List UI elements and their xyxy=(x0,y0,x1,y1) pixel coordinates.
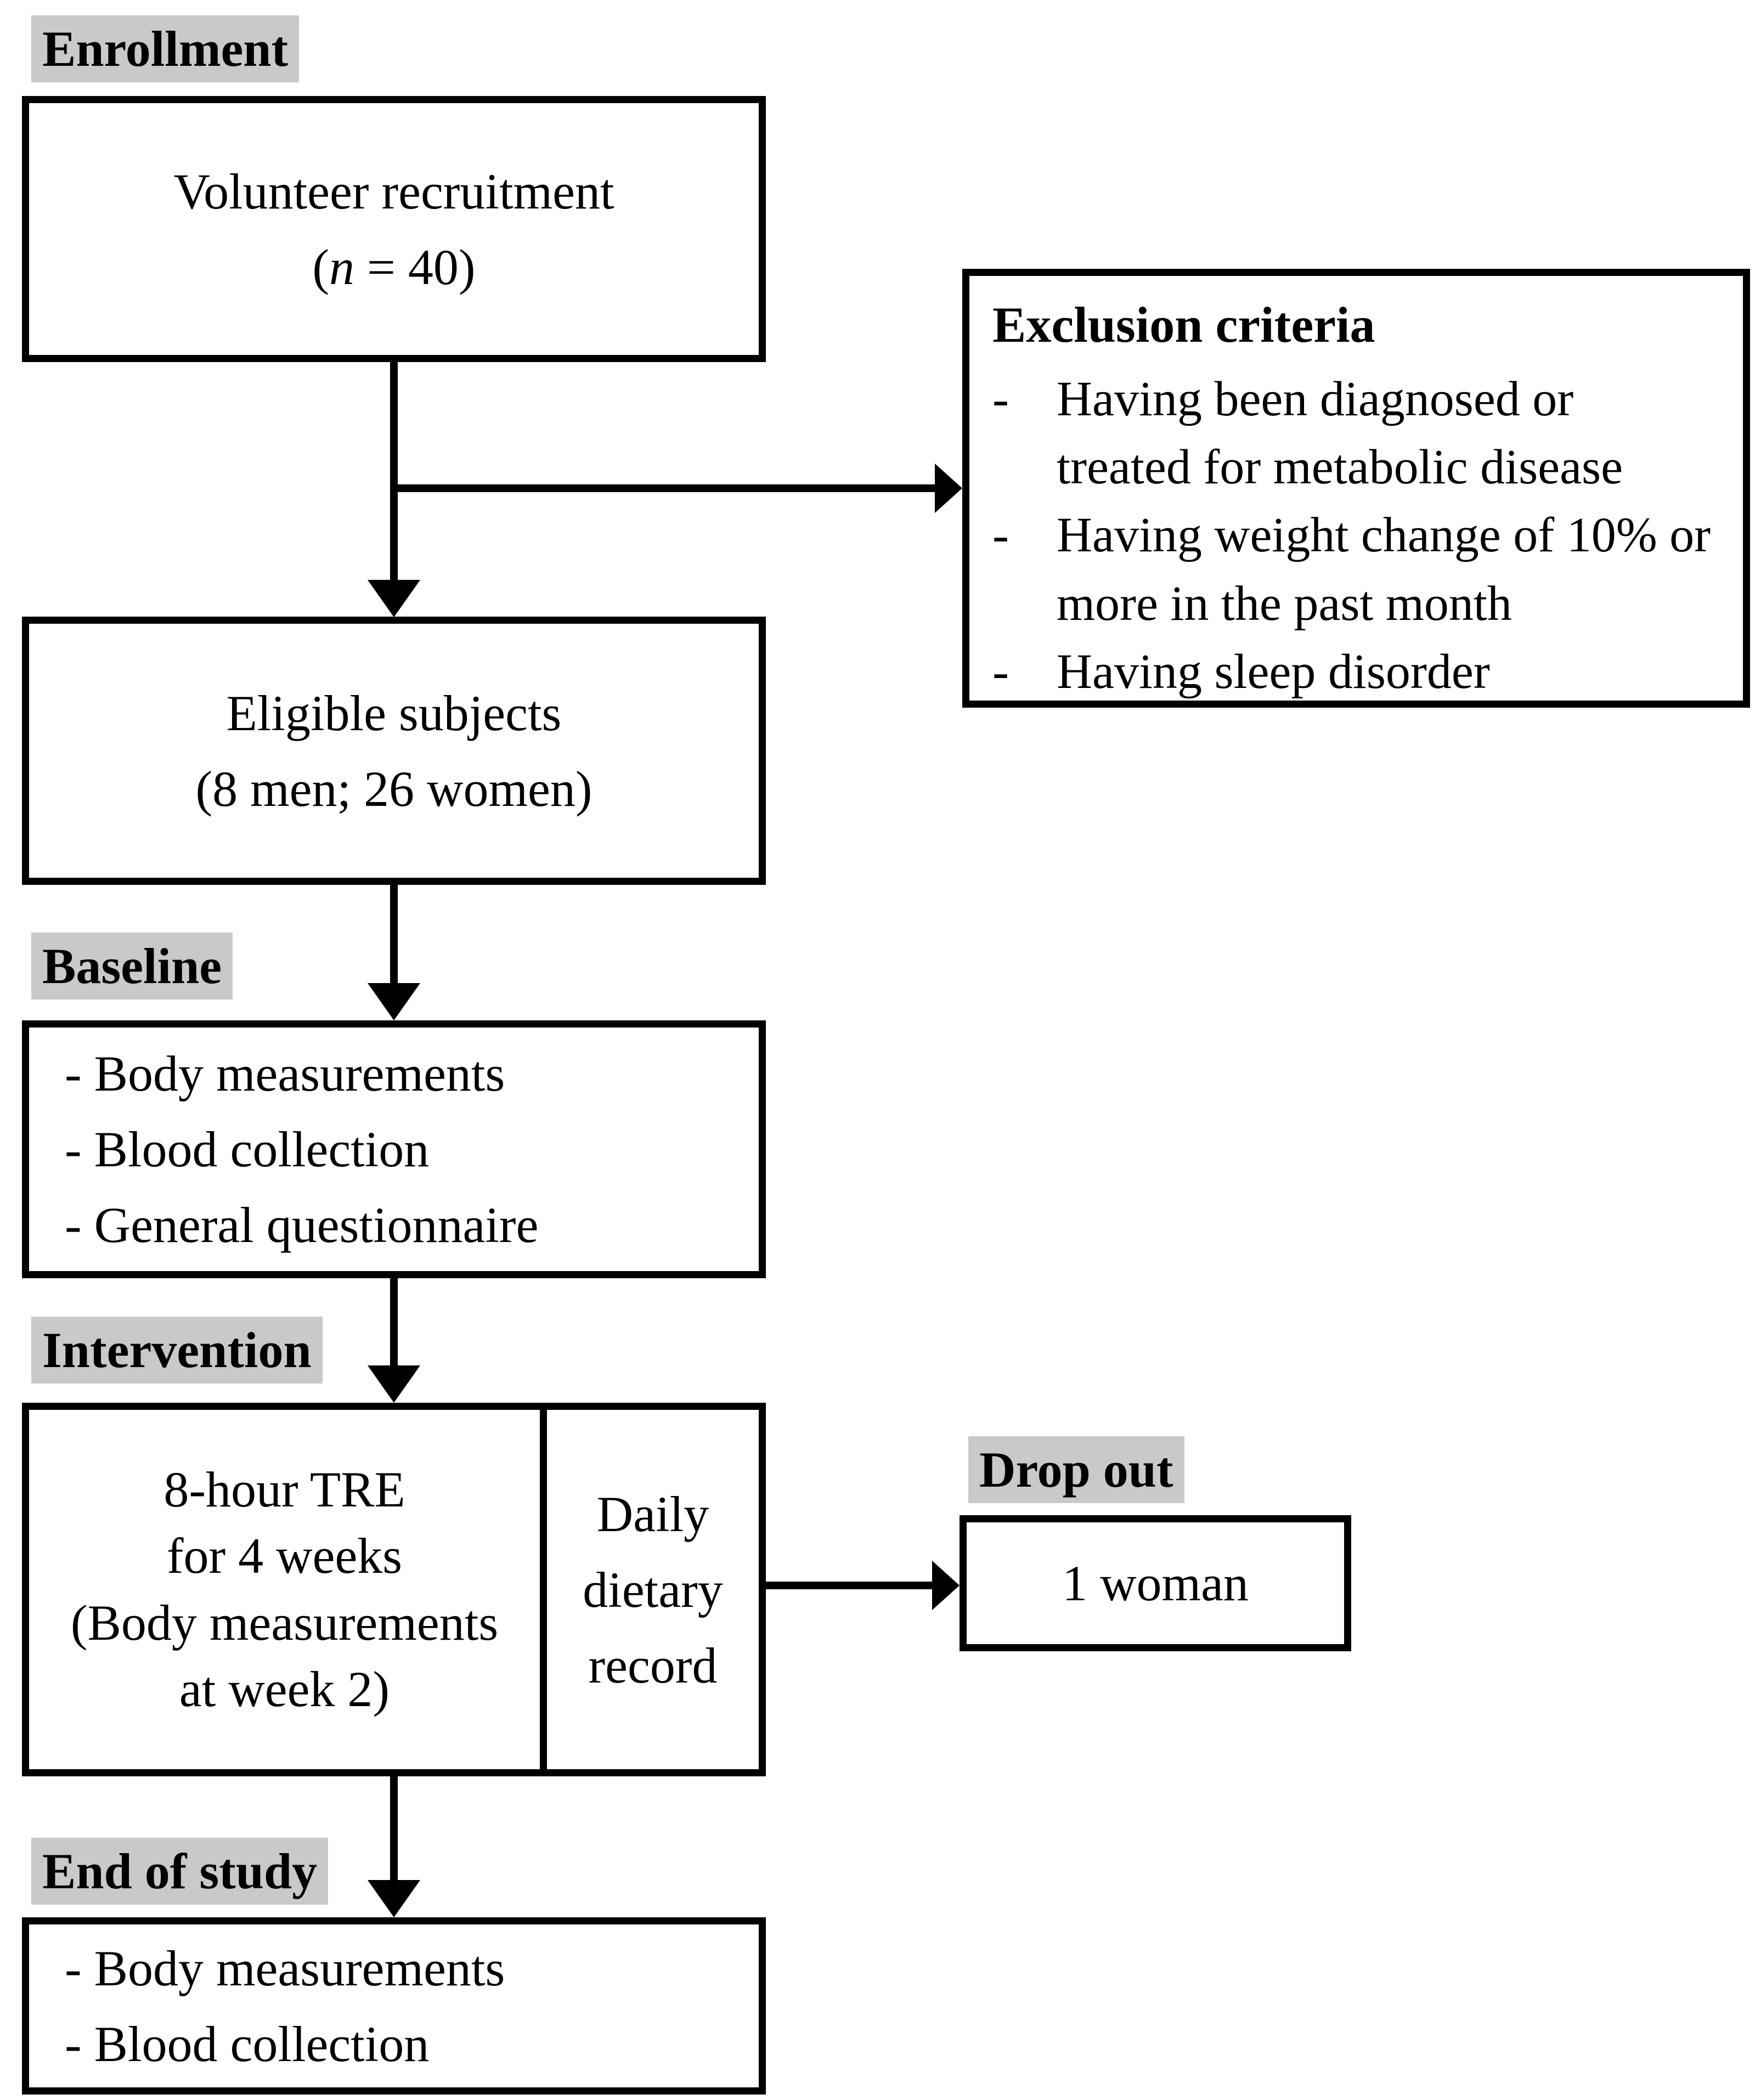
intervention-cells: 8-hour TRE for 4 weeks (Body measurement… xyxy=(29,1410,759,1769)
intervention-box: 8-hour TRE for 4 weeks (Body measurement… xyxy=(22,1403,766,1776)
eligible-subjects-box: Eligible subjects (8 men; 26 women) xyxy=(22,617,766,885)
exclusion-bullet: - xyxy=(992,644,1009,699)
exclusion-item-text: Having sleep disorder xyxy=(1057,644,1490,699)
arrow-baseline-to-intervention-line xyxy=(390,1277,398,1366)
tre-line: for 4 weeks xyxy=(166,1528,403,1584)
baseline-items: - Body measurements - Blood collection -… xyxy=(29,1028,759,1271)
volunteer-recruitment-text: Volunteer recruitment (n = 40) xyxy=(29,103,759,355)
arrow-intervention-to-dropout-line xyxy=(765,1582,932,1589)
dietary-line: record xyxy=(588,1637,718,1693)
exclusion-bullet: - xyxy=(992,508,1009,563)
arrow-intervention-to-dropout-head xyxy=(932,1561,960,1610)
exclusion-item: - Having weight change of 10% or more in… xyxy=(992,501,1716,637)
exclusion-item: - Having been diagnosed or treated for m… xyxy=(992,365,1716,501)
volunteer-recruitment-box: Volunteer recruitment (n = 40) xyxy=(22,96,766,362)
arrow-eligible-to-baseline-line xyxy=(390,884,398,984)
arrow-intervention-to-end-line xyxy=(390,1775,398,1881)
dropout-count: 1 woman xyxy=(1062,1555,1249,1611)
dropout-box: 1 woman xyxy=(960,1515,1351,1651)
count-n-variable: n xyxy=(329,239,355,295)
eligible-title: Eligible subjects xyxy=(226,685,562,741)
tre-line: at week 2) xyxy=(179,1661,390,1717)
exclusion-item-text: Having been diagnosed or treated for met… xyxy=(1057,371,1623,495)
intervention-stage-label: Intervention xyxy=(31,1317,323,1384)
arrow-baseline-to-intervention-head xyxy=(368,1365,420,1403)
end-of-study-box: - Body measurements - Blood collection xyxy=(22,1917,766,2095)
tre-line: 8-hour TRE xyxy=(163,1461,405,1517)
baseline-item: - Body measurements xyxy=(65,1046,505,1102)
arrow-branch-to-exclusion-line xyxy=(390,484,935,492)
baseline-stage-label: Baseline xyxy=(31,933,233,1000)
enrollment-stage-label: Enrollment xyxy=(31,15,300,83)
tre-cell: 8-hour TRE for 4 weeks (Body measurement… xyxy=(29,1410,540,1769)
volunteer-count: (n = 40) xyxy=(312,229,475,305)
arrow-volunteer-to-eligible-line xyxy=(390,361,398,580)
end-of-study-items: - Body measurements - Blood collection xyxy=(29,1924,759,2087)
arrow-branch-to-exclusion-head xyxy=(935,464,962,513)
arrow-volunteer-to-eligible-head xyxy=(368,580,420,617)
exclusion-item-text: Having weight change of 10% or more in t… xyxy=(1057,508,1711,631)
eligible-count: (8 men; 26 women) xyxy=(195,760,592,817)
dietary-record-cell: Daily dietary record xyxy=(540,1410,759,1769)
count-value: = 40) xyxy=(354,239,476,295)
dietary-line: dietary xyxy=(583,1561,723,1618)
exclusion-item: - Having sleep disorder xyxy=(992,638,1716,706)
end-item: - Body measurements xyxy=(65,1940,505,1996)
dietary-line: Daily xyxy=(596,1486,709,1542)
end-item: - Blood collection xyxy=(65,2016,430,2072)
exclusion-bullet: - xyxy=(992,371,1009,426)
eligible-subjects-text: Eligible subjects (8 men; 26 women) xyxy=(29,624,759,878)
volunteer-title: Volunteer recruitment xyxy=(173,163,614,219)
count-open-paren: ( xyxy=(312,239,330,295)
exclusion-title: Exclusion criteria xyxy=(992,297,1375,353)
dropout-stage-label: Drop out xyxy=(968,1436,1184,1504)
arrow-intervention-to-end-head xyxy=(368,1880,420,1917)
arrow-eligible-to-baseline-head xyxy=(368,983,420,1020)
exclusion-criteria-box: Exclusion criteria - Having been diagnos… xyxy=(962,269,1750,708)
tre-line: (Body measurements xyxy=(70,1594,499,1651)
baseline-item: - Blood collection xyxy=(65,1121,430,1177)
baseline-item: - General questionnaire xyxy=(65,1197,539,1253)
dropout-text-wrap: 1 woman xyxy=(967,1522,1344,1644)
baseline-box: - Body measurements - Blood collection -… xyxy=(22,1020,766,1278)
end-of-study-stage-label: End of study xyxy=(31,1838,329,1905)
